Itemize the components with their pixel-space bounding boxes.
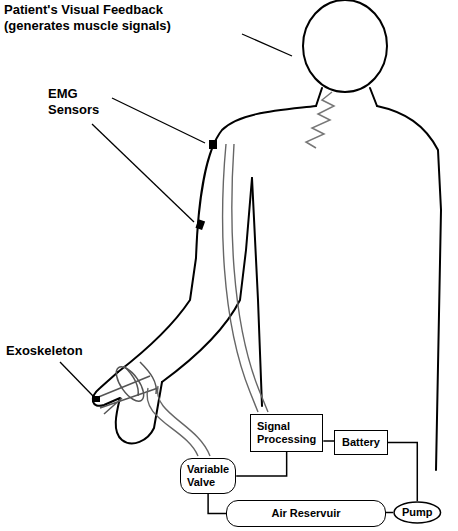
nerve-signal (306, 92, 334, 148)
exoskeleton-frame (96, 362, 158, 414)
node-text: Variable Valve (187, 463, 229, 489)
leader-line (92, 124, 194, 222)
emg-sensor (209, 140, 217, 149)
arm-inner-outline (162, 178, 252, 382)
exoskeleton-label: Exoskeleton (6, 343, 96, 359)
air-line (208, 494, 226, 514)
node-text: Pump (402, 506, 433, 519)
valve-tube (157, 386, 210, 456)
head-outline (303, 0, 387, 92)
processing-box: Signal Processing (250, 414, 323, 452)
pump-ellipse: Pump (393, 501, 442, 524)
air-line (386, 512, 393, 514)
feedback-label: Patient's Visual Feedback (generates mus… (4, 2, 209, 34)
emg-sensor (195, 219, 205, 230)
air-line (323, 440, 334, 442)
sensor-label: EMG Sensors (48, 86, 110, 118)
exoskeleton-tip (92, 396, 100, 402)
arm-tube (232, 144, 268, 412)
leader-line (60, 362, 93, 396)
leader-line (112, 98, 205, 143)
node-text: Signal Processing (257, 420, 316, 446)
node-text: Air Reservuir (235, 507, 377, 520)
valve-box: Variable Valve (180, 458, 236, 494)
ellipse-shape (394, 502, 441, 523)
node-text: Battery (342, 436, 380, 449)
air-line (388, 443, 417, 502)
air-line (236, 452, 286, 476)
reservoir-box: Air Reservuir (226, 500, 386, 527)
battery-box: Battery (334, 430, 388, 455)
hand-outline (93, 372, 162, 443)
leader-line (242, 34, 292, 56)
valve-tube (147, 388, 198, 456)
